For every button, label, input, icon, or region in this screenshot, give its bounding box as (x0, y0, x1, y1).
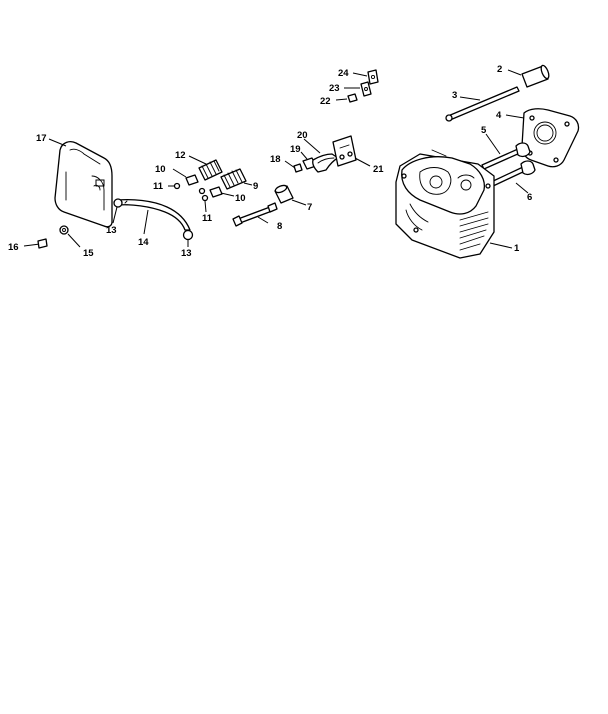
dipstick-2 (507, 64, 550, 88)
valve-keeper-11-a (168, 182, 181, 190)
callout-5: 5 (481, 125, 487, 136)
callout-10-b: 10 (235, 193, 246, 204)
valve-spring-12 (198, 159, 223, 181)
spring-retainer-10-a (185, 174, 199, 186)
callout-19: 19 (290, 144, 301, 155)
cap-24 (352, 69, 379, 85)
rod-3 (445, 86, 520, 122)
valve-6 (488, 160, 536, 194)
rocker-cover (54, 141, 113, 228)
spring-retainer-10-b (209, 186, 223, 198)
callout-7: 7 (307, 202, 312, 213)
leader-9 (243, 182, 253, 186)
hose-clamp-13-b (182, 229, 194, 247)
leader-12 (188, 155, 207, 165)
callout-13-a: 13 (106, 225, 117, 236)
callout-1: 1 (514, 243, 520, 254)
rocker-arm-20 (303, 138, 339, 173)
callout-11-b: 11 (202, 213, 213, 224)
callout-8: 8 (277, 221, 282, 232)
callout-21: 21 (373, 164, 384, 175)
callout-20: 20 (297, 130, 308, 141)
callout-12: 12 (175, 150, 186, 161)
leader-10a (172, 168, 187, 178)
breather-tube (117, 199, 191, 231)
nut-22 (335, 93, 358, 103)
callout-15: 15 (83, 248, 94, 259)
callout-17: 17 (36, 133, 47, 144)
leader-17 (48, 138, 67, 147)
callout-11-a: 11 (153, 181, 164, 192)
valve-spring-9 (220, 168, 247, 190)
leader-14 (143, 209, 149, 235)
callout-16: 16 (8, 242, 19, 253)
washer-15 (59, 225, 81, 248)
cylinder-head-1 (395, 149, 513, 259)
rocker-bracket-21 (332, 135, 371, 167)
hose-clamp-13-a (112, 198, 123, 224)
callout-13-b: 13 (181, 248, 192, 259)
washer-23 (344, 81, 372, 97)
callout-24: 24 (338, 68, 349, 79)
bolt-18 (284, 160, 303, 173)
valve-5 (481, 133, 531, 170)
valve-keeper-11-b (198, 187, 209, 213)
callout-14: 14 (138, 237, 149, 248)
callout-9: 9 (253, 181, 258, 192)
callout-18: 18 (270, 154, 281, 165)
callout-2: 2 (497, 64, 502, 75)
callout-22: 22 (320, 96, 331, 107)
gasket-4 (505, 108, 580, 168)
callout-4: 4 (496, 110, 502, 121)
callout-23: 23 (329, 83, 340, 94)
callout-3: 3 (452, 90, 457, 101)
screw-16 (23, 238, 48, 249)
callout-10-a: 10 (155, 164, 166, 175)
tappet-7 (274, 184, 307, 206)
leader-10b (220, 192, 235, 197)
rod-8 (232, 202, 278, 227)
callout-6: 6 (527, 192, 532, 203)
